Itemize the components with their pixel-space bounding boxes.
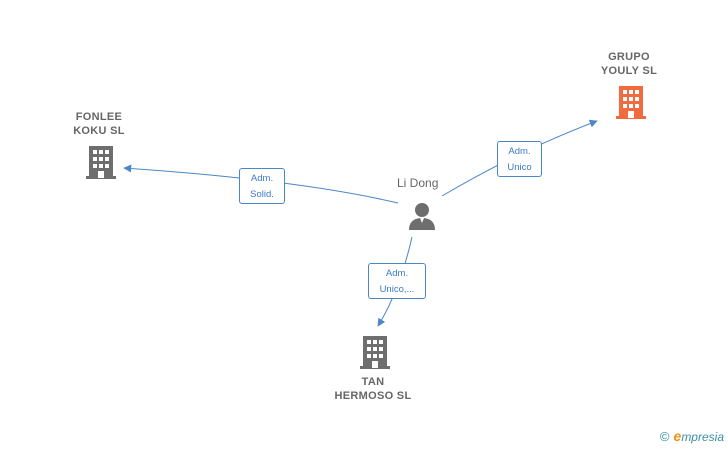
brand-logo-initial: e <box>673 428 682 444</box>
edge-label-grupo[interactable]: Adm. Unico <box>497 141 542 177</box>
edge-label-fonlee[interactable]: Adm. Solid. <box>239 168 285 204</box>
edge-label-line: Adm. <box>508 146 531 157</box>
person-name[interactable]: Li Dong <box>397 176 439 190</box>
company-label-grupo[interactable]: GRUPO YOULY SL <box>590 50 668 78</box>
edge-label-line: Adm. <box>385 268 409 279</box>
edge-label-line: Adm. <box>250 173 274 184</box>
company-name-line: HERMOSO SL <box>334 390 412 402</box>
footer-brand: ©empresia <box>660 428 724 444</box>
edge-label-line: Unico,... <box>379 284 415 295</box>
building-icon[interactable] <box>614 84 648 120</box>
company-name-line: KOKU SL <box>73 125 125 137</box>
company-name-line: YOULY SL <box>600 65 658 77</box>
building-icon[interactable] <box>358 334 392 370</box>
company-name-line: TAN <box>361 376 385 388</box>
edge-label-tan[interactable]: Adm. Unico,... <box>368 263 426 299</box>
company-label-fonlee[interactable]: FONLEE KOKU SL <box>62 110 136 138</box>
copyright-symbol: © <box>659 429 670 444</box>
company-name-line: FONLEE <box>75 111 123 123</box>
edge-label-line: Unico <box>507 162 532 173</box>
brand-logo-text: mpresia <box>681 430 724 444</box>
edge-label-line: Solid. <box>250 189 274 200</box>
company-label-tan[interactable]: TAN HERMOSO SL <box>326 375 420 403</box>
company-name-line: GRUPO <box>608 51 650 63</box>
building-icon[interactable] <box>84 144 118 180</box>
person-icon[interactable] <box>406 200 438 232</box>
